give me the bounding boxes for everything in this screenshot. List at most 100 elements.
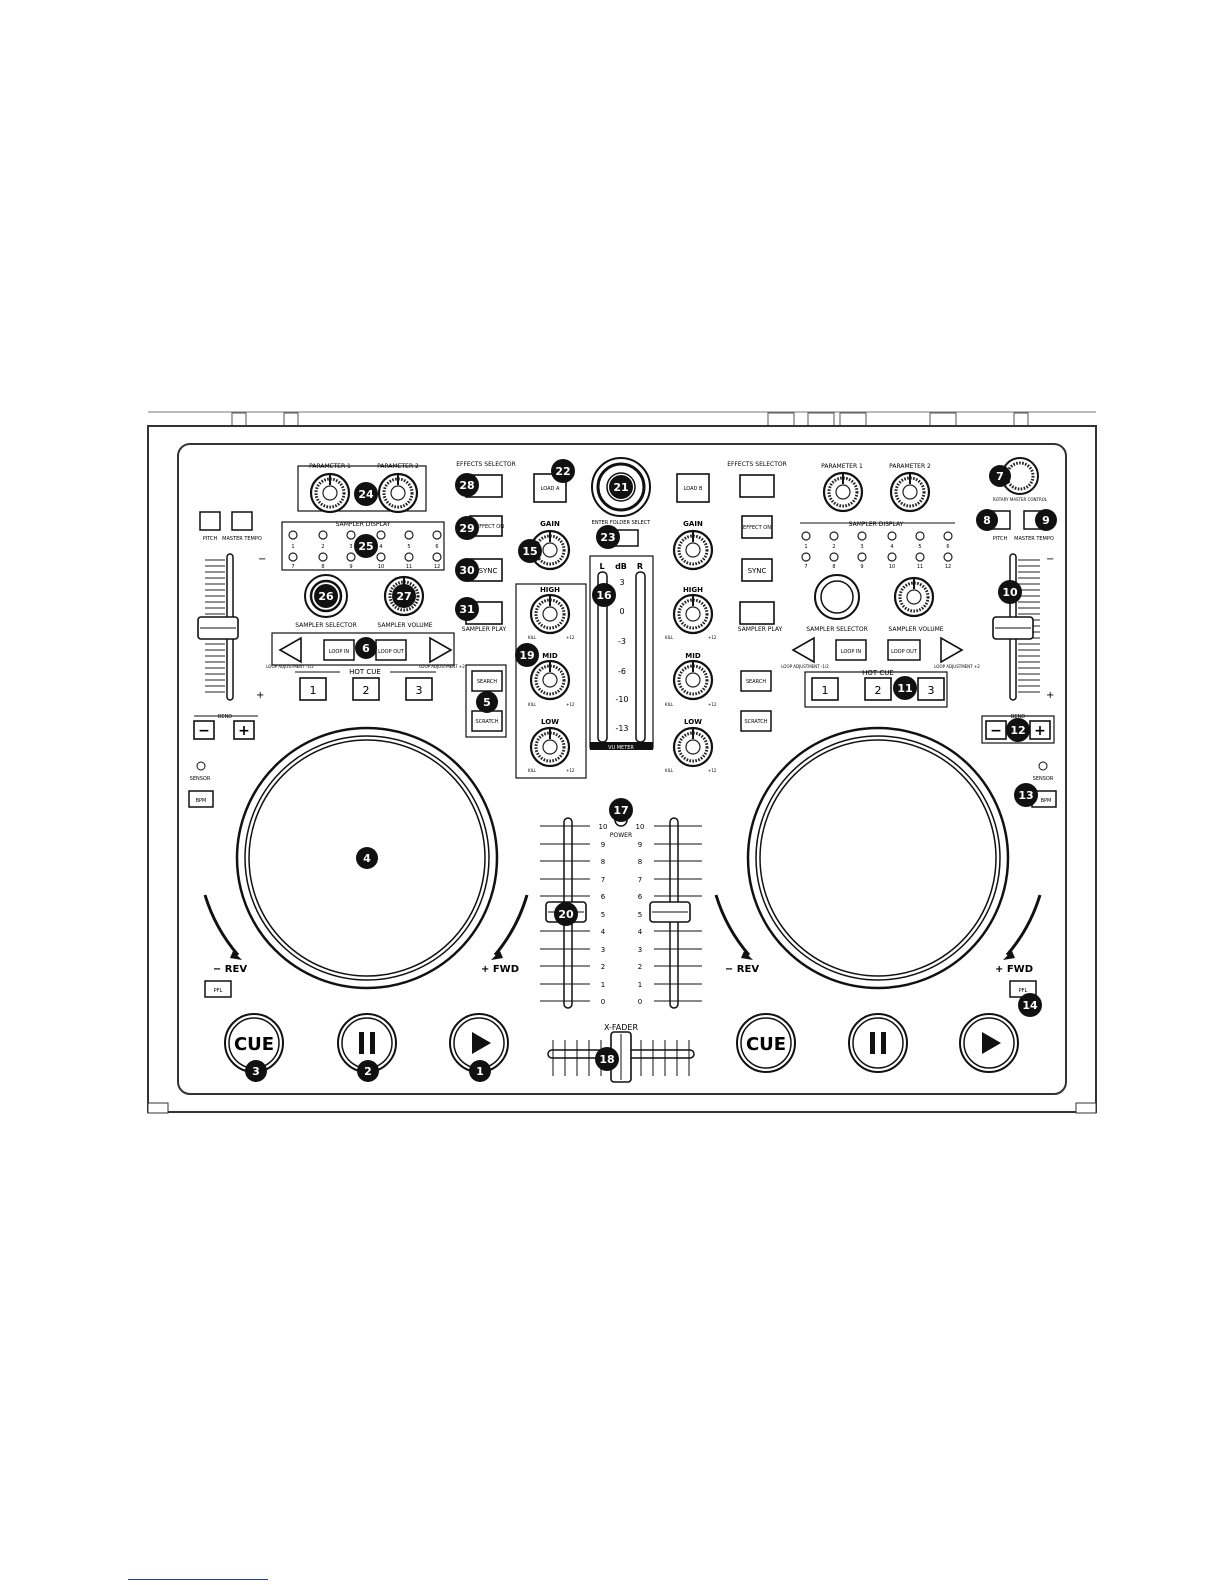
search-button[interactable] [740, 670, 772, 692]
kill-label: KILL [528, 635, 537, 640]
hot-cue-2-button[interactable] [864, 677, 892, 701]
pause-button[interactable] [848, 1013, 908, 1073]
cue-button[interactable] [736, 1013, 796, 1073]
sampler-num: 1 [291, 544, 294, 550]
sampler-num: 2 [321, 544, 324, 550]
callout-31: 31 [459, 603, 474, 616]
loop-adjust-left-button[interactable] [791, 636, 815, 664]
sampler-num: 9 [860, 564, 863, 570]
parameter-2-knob[interactable] [889, 471, 931, 513]
fader-scale: 5 [638, 911, 642, 919]
callout-15: 15 [522, 545, 537, 558]
mid-b-knob[interactable] [672, 659, 714, 701]
low-b-knob[interactable] [672, 726, 714, 768]
sampler-num: 2 [832, 544, 835, 550]
high-b-knob[interactable] [672, 593, 714, 635]
loop-in-button[interactable] [323, 639, 355, 661]
master-tempo-button[interactable] [231, 511, 253, 531]
pitch-minus-label: − [1046, 554, 1054, 565]
bpm-button-label: BPM [1041, 798, 1052, 804]
gain-b-knob[interactable] [672, 529, 714, 571]
callout-21: 21 [613, 481, 628, 494]
sampler-volume-label: SAMPLER VOLUME [888, 626, 943, 633]
callout-18: 18 [599, 1053, 614, 1066]
channel-b-fader[interactable] [649, 817, 691, 1009]
loop-adjustment-plus-label: LOOP ADJUSTMENT +2 [419, 664, 465, 669]
hot-cue-3-button[interactable] [405, 677, 433, 701]
callout-9: 9 [1042, 514, 1050, 527]
loop-adjust-right-button[interactable] [429, 636, 453, 664]
vu-scale: 3 [619, 578, 624, 587]
bend-plus-button[interactable] [233, 720, 255, 740]
pitch-fader[interactable] [197, 553, 253, 701]
callout-29: 29 [459, 522, 474, 535]
hot-cue-1-button[interactable] [811, 677, 839, 701]
mid-a-knob[interactable] [529, 659, 571, 701]
loop-out-button[interactable] [887, 639, 921, 661]
effects-selector-label: EFFECTS SELECTOR [456, 461, 516, 468]
high-a-knob[interactable] [529, 593, 571, 635]
sampler-num: 5 [407, 544, 410, 550]
bend-minus-button[interactable] [193, 720, 215, 740]
bpm-button[interactable] [188, 790, 214, 808]
loop-adjust-right-button[interactable] [940, 636, 964, 664]
plus12-label: +12 [566, 635, 575, 640]
callout-1: 1 [476, 1065, 484, 1078]
callout-14: 14 [1022, 999, 1038, 1012]
footer-rule [128, 1579, 268, 1580]
pitch-plus-label: + [256, 690, 264, 701]
sampler-selector-knob[interactable] [814, 574, 860, 620]
sampler-play-label: SAMPLER PLAY [462, 626, 507, 633]
scratch-button[interactable] [740, 710, 772, 732]
load-b-button[interactable] [676, 473, 710, 503]
sampler-selector-label: SAMPLER SELECTOR [806, 626, 868, 633]
fader-scale: 4 [638, 928, 643, 936]
mid-a-label: MID [542, 652, 558, 660]
loop-in-button[interactable] [835, 639, 867, 661]
callout-27: 27 [396, 590, 411, 603]
loop-out-label: LOOP OUT [891, 649, 918, 655]
fader-scale: 1 [601, 981, 605, 989]
sampler-volume-knob[interactable] [893, 576, 935, 618]
callout-7: 7 [996, 470, 1004, 483]
vu-meter-label: VU METER [608, 745, 634, 751]
hot-cue-1-button[interactable] [299, 677, 327, 701]
crossfader[interactable] [547, 1031, 695, 1083]
vu-scale: -3 [618, 637, 626, 646]
loop-in-label: LOOP IN [329, 649, 350, 655]
pitch-button[interactable] [199, 511, 221, 531]
fader-scale: 7 [601, 876, 605, 884]
sampler-display-label: SAMPLER DISPLAY [336, 521, 391, 528]
parameter-1-knob[interactable] [309, 472, 351, 514]
sampler-play-button[interactable] [739, 601, 775, 625]
fader-scale: 10 [636, 823, 645, 831]
loop-adjust-left-button[interactable] [278, 636, 302, 664]
sync-button[interactable] [741, 558, 773, 582]
load-a-label: LOAD A [541, 486, 560, 492]
hot-cue-3-label: 3 [928, 684, 935, 697]
callouts: 1 2 3 4 5 6 7 8 9 10 11 12 13 14 15 16 1… [245, 459, 1057, 1082]
fader-scale: 2 [601, 963, 605, 971]
effects-selector-button[interactable] [739, 474, 775, 498]
vu-scale: -13 [615, 724, 628, 733]
cue-label: CUE [234, 1034, 274, 1055]
fader-scale: 8 [638, 858, 642, 866]
pfl-button[interactable] [204, 980, 232, 998]
parameter-1-knob[interactable] [822, 471, 864, 513]
parameter-1-label: PARAMETER 1 [309, 463, 351, 470]
jog-wheel[interactable] [746, 726, 1010, 990]
kill-label: KILL [665, 768, 674, 773]
sampler-num: 5 [918, 544, 921, 550]
effect-on-button[interactable] [741, 515, 773, 539]
sampler-selector-label: SAMPLER SELECTOR [295, 622, 357, 629]
low-a-knob[interactable] [529, 726, 571, 768]
fader-scale: 0 [601, 998, 605, 1006]
hot-cue-2-label: 2 [875, 684, 882, 697]
kill-label: KILL [528, 702, 537, 707]
master-tempo-label: MASTER TEMPO [222, 536, 262, 542]
hot-cue-3-button[interactable] [917, 677, 945, 701]
sensor-label: SENSOR [190, 776, 211, 782]
hot-cue-2-button[interactable] [352, 677, 380, 701]
parameter-2-knob[interactable] [377, 472, 419, 514]
fader-scale: 5 [601, 911, 605, 919]
